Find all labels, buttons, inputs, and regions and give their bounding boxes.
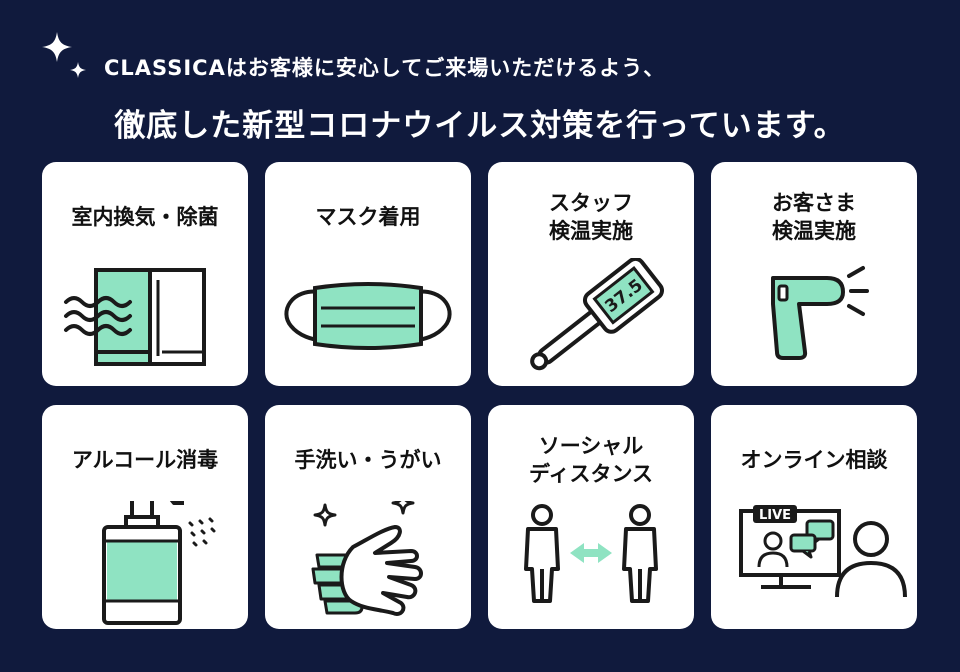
card-title-line: アルコール消毒 [71, 447, 219, 472]
sparkle-icon [42, 32, 72, 62]
face-mask-icon [284, 282, 452, 350]
card-handwashing: 手洗い・うがい [265, 405, 471, 629]
card-title: ソーシャル ディスタンス [488, 405, 694, 515]
card-title-line: スタッフ [549, 190, 633, 215]
sparkle-small-icon [70, 62, 86, 78]
infrared-thermometer-icon [771, 266, 869, 360]
online-consultation-icon: LIVE [739, 505, 907, 598]
card-title-line: ソーシャル [538, 433, 644, 458]
double-arrow-icon [570, 543, 612, 563]
card-title: オンライン相談 [711, 405, 917, 515]
card-customer-temperature: お客さま 検温実施 [711, 162, 917, 386]
hand-washing-icon [311, 501, 423, 616]
card-staff-temperature: スタッフ 検温実施 37.5 [488, 162, 694, 386]
live-badge: LIVE [759, 508, 791, 523]
card-alcohol: アルコール消毒 [42, 405, 248, 629]
card-title-line: 手洗い・うがい [294, 447, 442, 472]
card-social-distance: ソーシャル ディスタンス [488, 405, 694, 629]
card-title: アルコール消毒 [42, 405, 248, 515]
card-title: 手洗い・うがい [265, 405, 471, 515]
card-title: スタッフ 検温実施 [488, 162, 694, 272]
card-title: 室内換気・除菌 [42, 162, 248, 272]
card-title-line: 室内換気・除菌 [71, 204, 219, 229]
person-left-icon [524, 504, 560, 603]
card-ventilation: 室内換気・除菌 [42, 162, 248, 386]
social-distance-icon [524, 504, 658, 603]
card-online-consultation: オンライン相談 LIVE [711, 405, 917, 629]
card-title: マスク着用 [265, 162, 471, 272]
card-title-line: マスク着用 [315, 204, 421, 229]
ventilation-window-icon [64, 268, 206, 366]
card-title-line: お客さま [772, 190, 856, 215]
card-title: お客さま 検温実施 [711, 162, 917, 272]
header: CLASSICAはお客様に安心してご来場いただけるよう、 徹底した新型コロナウイ… [0, 0, 960, 160]
header-line-1: CLASSICAはお客様に安心してご来場いただけるよう、 [104, 56, 666, 80]
header-line-2: 徹底した新型コロナウイルス対策を行っています。 [114, 108, 846, 144]
card-title-line: オンライン相談 [740, 447, 888, 472]
card-title-line: 検温実施 [772, 219, 856, 243]
card-title-line: 検温実施 [549, 219, 633, 243]
person-right-icon [622, 504, 658, 603]
sanitizer-bottle-icon [102, 501, 216, 625]
card-mask: マスク着用 [265, 162, 471, 386]
thermometer-icon: 37.5 [530, 258, 664, 371]
card-title-line: ディスタンス [528, 462, 654, 486]
